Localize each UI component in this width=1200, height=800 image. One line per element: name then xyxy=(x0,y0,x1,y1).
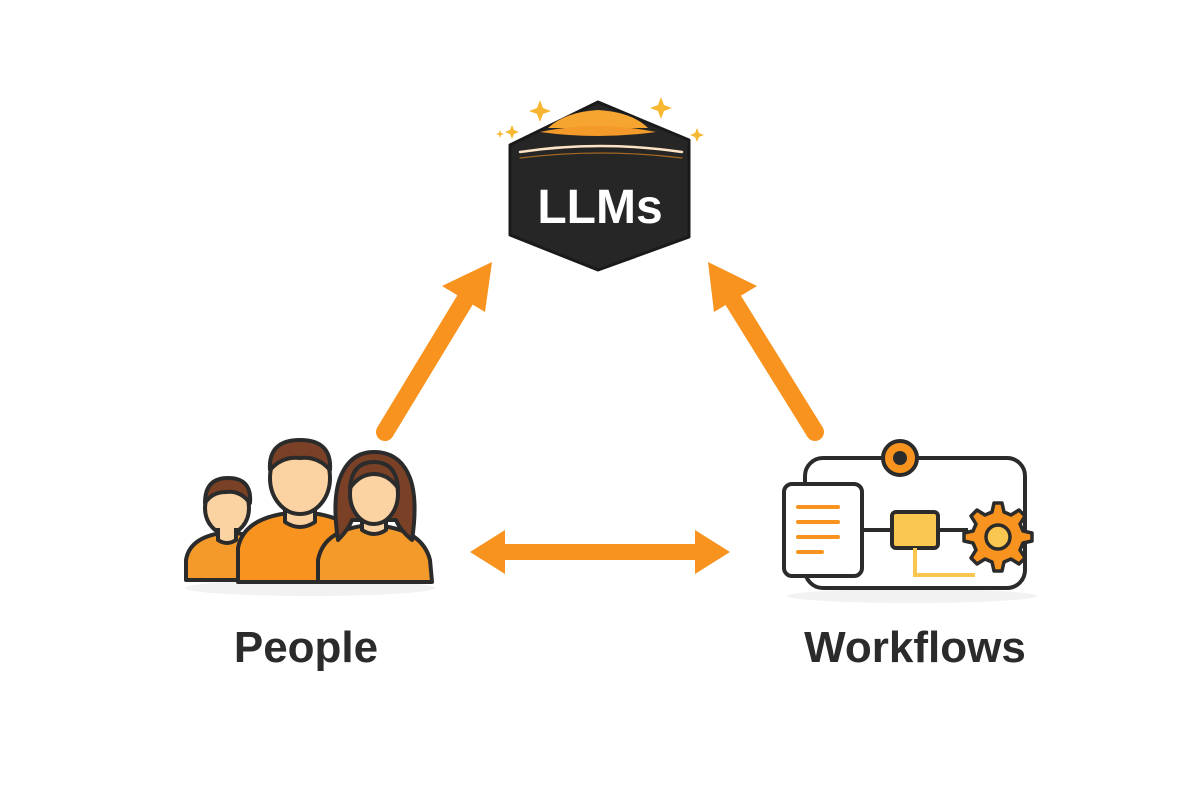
arrow-workflows-to-llms xyxy=(708,262,824,441)
arrow-people-to-llms xyxy=(376,262,492,441)
sparkle-icon xyxy=(496,97,704,142)
arrow-people-workflows xyxy=(470,530,730,574)
workflows-node: Workflows xyxy=(782,439,1037,672)
people-node: People xyxy=(184,438,435,672)
llms-node: LLMs xyxy=(496,97,704,272)
people-label: People xyxy=(234,623,378,672)
gear-icon xyxy=(962,501,1034,573)
llm-box-icon xyxy=(508,100,691,272)
workflows-label: Workflows xyxy=(804,623,1026,672)
llms-label: LLMs xyxy=(537,181,662,234)
workflow-icon xyxy=(782,439,1037,603)
people-group-icon xyxy=(184,438,435,596)
